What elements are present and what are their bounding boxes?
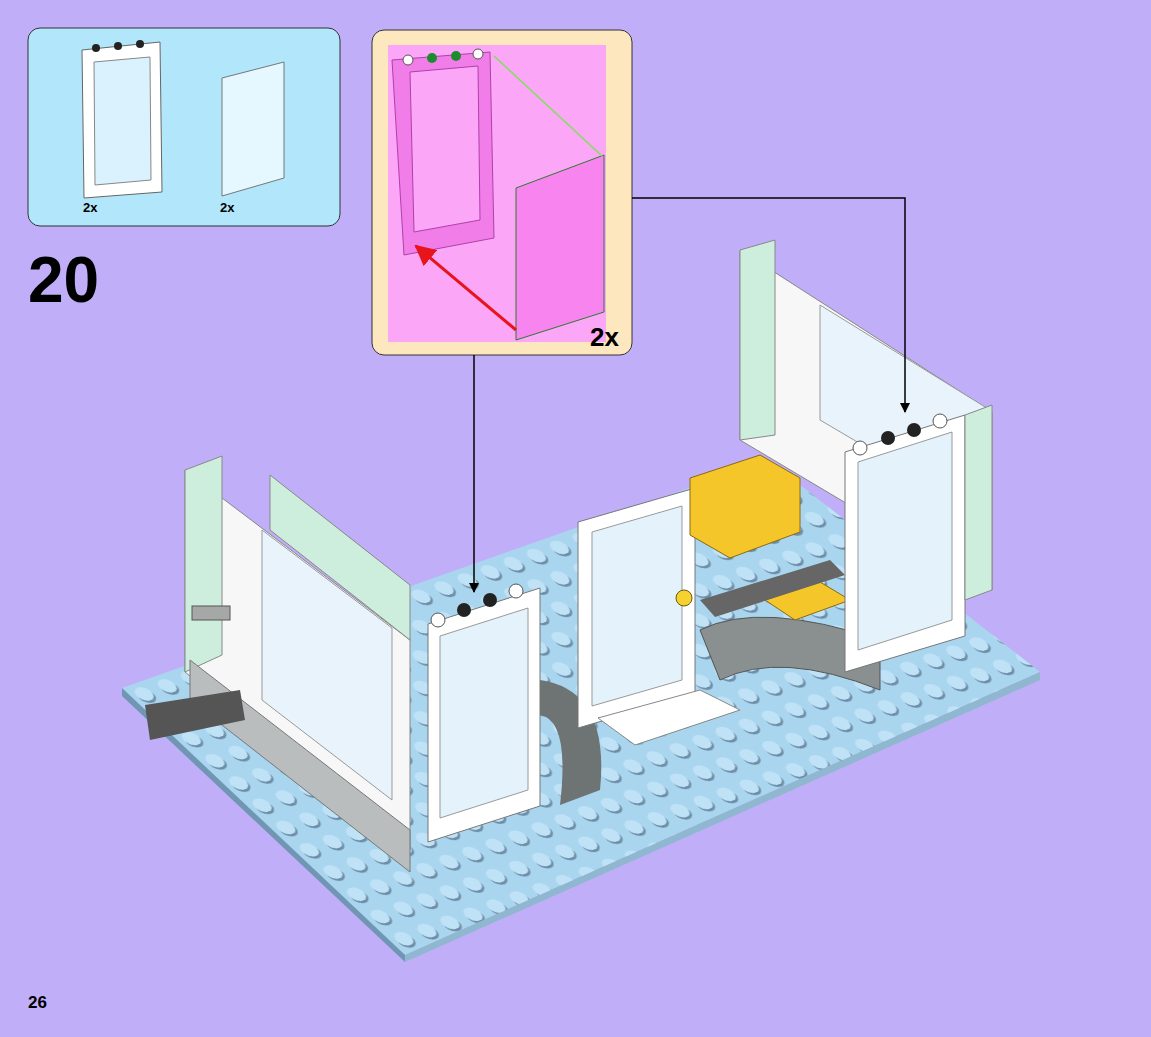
step-number: 20 bbox=[28, 248, 99, 312]
part-count: 2x bbox=[220, 201, 234, 214]
callout-count: 2x bbox=[590, 324, 619, 350]
part-count: 2x bbox=[83, 201, 97, 214]
page-number: 26 bbox=[28, 994, 47, 1011]
